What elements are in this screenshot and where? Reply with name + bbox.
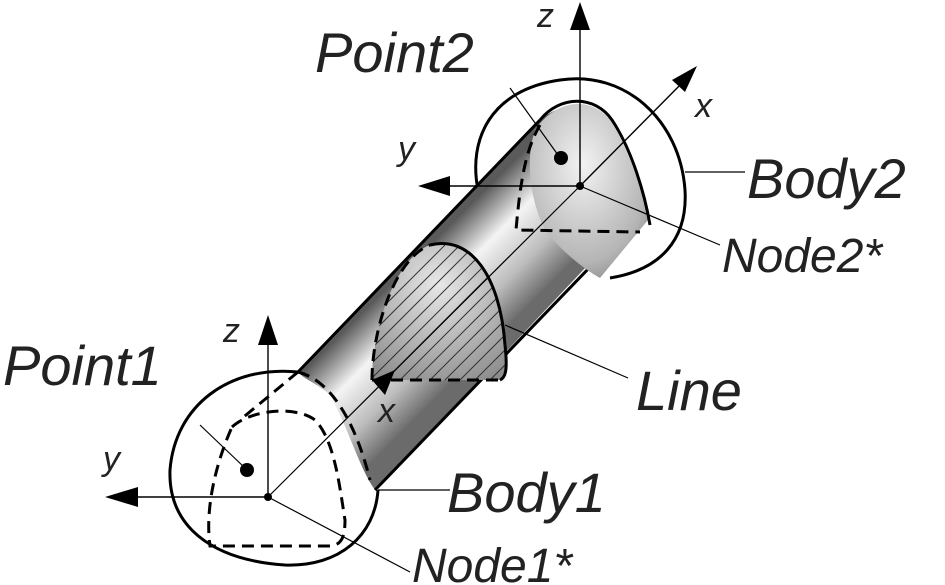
point2-leader [509, 87, 559, 156]
cylinder-top-edge [296, 118, 542, 374]
axis2-x-label: x [693, 87, 713, 125]
axis1-z-label: z [222, 312, 240, 350]
axis2-z-label: z [536, 0, 554, 35]
axis-system-1 [105, 315, 411, 573]
body2-dashed-profile [514, 124, 641, 234]
axis1-y-label: y [101, 440, 122, 478]
label-body2: Body2 [747, 147, 906, 210]
label-point2: Point2 [315, 21, 474, 84]
body1-dashed-profile [207, 409, 347, 548]
point1-leader [199, 424, 246, 469]
body1-outline [168, 369, 380, 567]
axis2-y-label: y [396, 130, 417, 168]
line-leader [504, 324, 629, 379]
line-axis [267, 185, 581, 498]
label-point1: Point1 [3, 334, 162, 397]
body2-outline [474, 77, 687, 280]
label-line: Line [636, 359, 742, 422]
label-node2: Node2* [722, 230, 883, 283]
body2-cap-rim [538, 99, 652, 226]
body1-hidden-rim [297, 370, 372, 481]
axis1-x-label: x [376, 392, 396, 430]
body1-hidden-edge [239, 370, 299, 422]
axis-system-2 [418, 2, 721, 246]
label-body1: Body1 [447, 461, 606, 524]
label-node1: Node1* [412, 540, 573, 585]
